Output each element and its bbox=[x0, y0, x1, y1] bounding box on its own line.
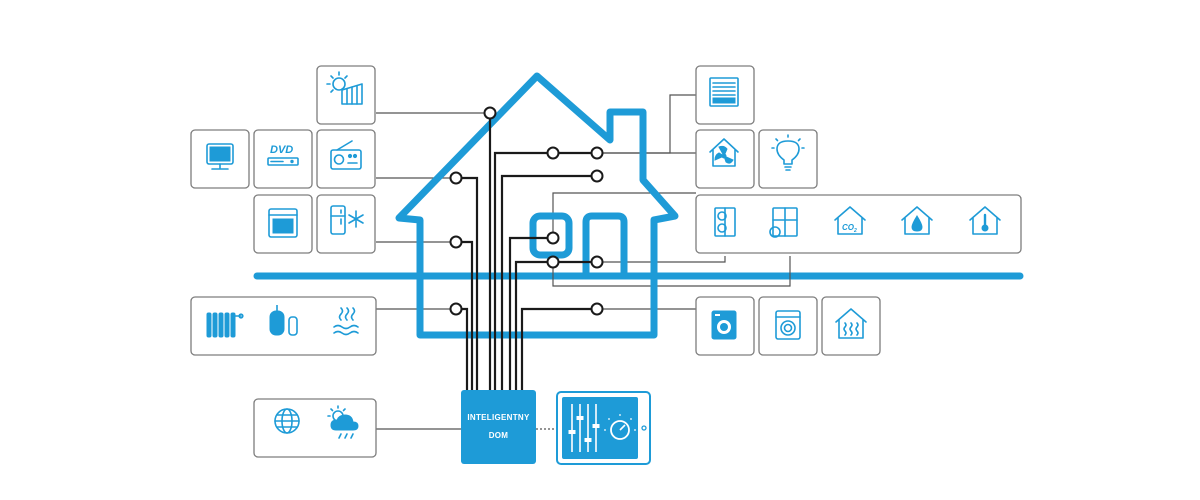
humidity-icon bbox=[901, 206, 933, 235]
co2-sensor-icon: CO 2 bbox=[834, 206, 866, 235]
radio-icon bbox=[330, 140, 362, 170]
external-services-box bbox=[253, 398, 377, 458]
hub-label-line2: DOM bbox=[489, 431, 509, 440]
co2-subscript: 2 bbox=[853, 228, 857, 234]
lighting-box bbox=[758, 129, 818, 189]
window-sensor-icon bbox=[714, 207, 736, 237]
connection-nodes bbox=[449, 106, 604, 316]
heating-house-icon bbox=[835, 308, 867, 339]
solar-box bbox=[316, 65, 376, 125]
oven-box bbox=[253, 194, 313, 254]
hub-label-line1: INTELIGENTNY bbox=[467, 413, 530, 422]
light-bulb-icon bbox=[771, 134, 805, 171]
tablet-controller-icon bbox=[562, 397, 647, 459]
radiator-icon bbox=[206, 312, 244, 338]
washing-machine-box bbox=[695, 296, 755, 356]
window-blind-icon bbox=[709, 77, 739, 107]
dvd-player-icon: DVD bbox=[267, 144, 299, 166]
heating-house-box bbox=[821, 296, 881, 356]
oven-icon bbox=[268, 208, 298, 238]
house-outline bbox=[395, 72, 679, 339]
solar-panel-icon bbox=[326, 71, 363, 105]
connection-wires bbox=[376, 94, 791, 430]
internet-globe-icon bbox=[274, 408, 300, 434]
water-heater-icon bbox=[269, 305, 298, 336]
appliances-box bbox=[695, 296, 881, 356]
weather-icon bbox=[327, 405, 359, 439]
tv-box bbox=[190, 129, 250, 189]
window-icon bbox=[769, 207, 798, 238]
radio-box bbox=[316, 129, 376, 189]
tv-icon bbox=[206, 143, 234, 170]
blinds-box bbox=[695, 65, 755, 125]
smart-home-hub: INTELIGENTNY DOM bbox=[461, 390, 536, 464]
ventilation-icon bbox=[709, 138, 739, 167]
dvd-label: DVD bbox=[270, 144, 293, 156]
tablet-controller bbox=[556, 391, 651, 465]
dryer-box bbox=[758, 296, 818, 356]
dvd-box: DVD bbox=[253, 129, 313, 189]
ventilation-box bbox=[695, 129, 755, 189]
dryer-icon bbox=[775, 310, 801, 340]
fridge-box bbox=[316, 194, 376, 254]
bus-wires bbox=[456, 113, 597, 398]
co2-label: CO bbox=[842, 223, 855, 232]
floor-heating-icon bbox=[333, 307, 359, 336]
fridge-freezer-icon bbox=[330, 205, 364, 235]
heating-group-box bbox=[190, 296, 377, 356]
washing-machine-icon bbox=[711, 310, 737, 340]
sensors-box: CO 2 bbox=[695, 194, 1022, 254]
thermometer-icon bbox=[969, 206, 1001, 235]
